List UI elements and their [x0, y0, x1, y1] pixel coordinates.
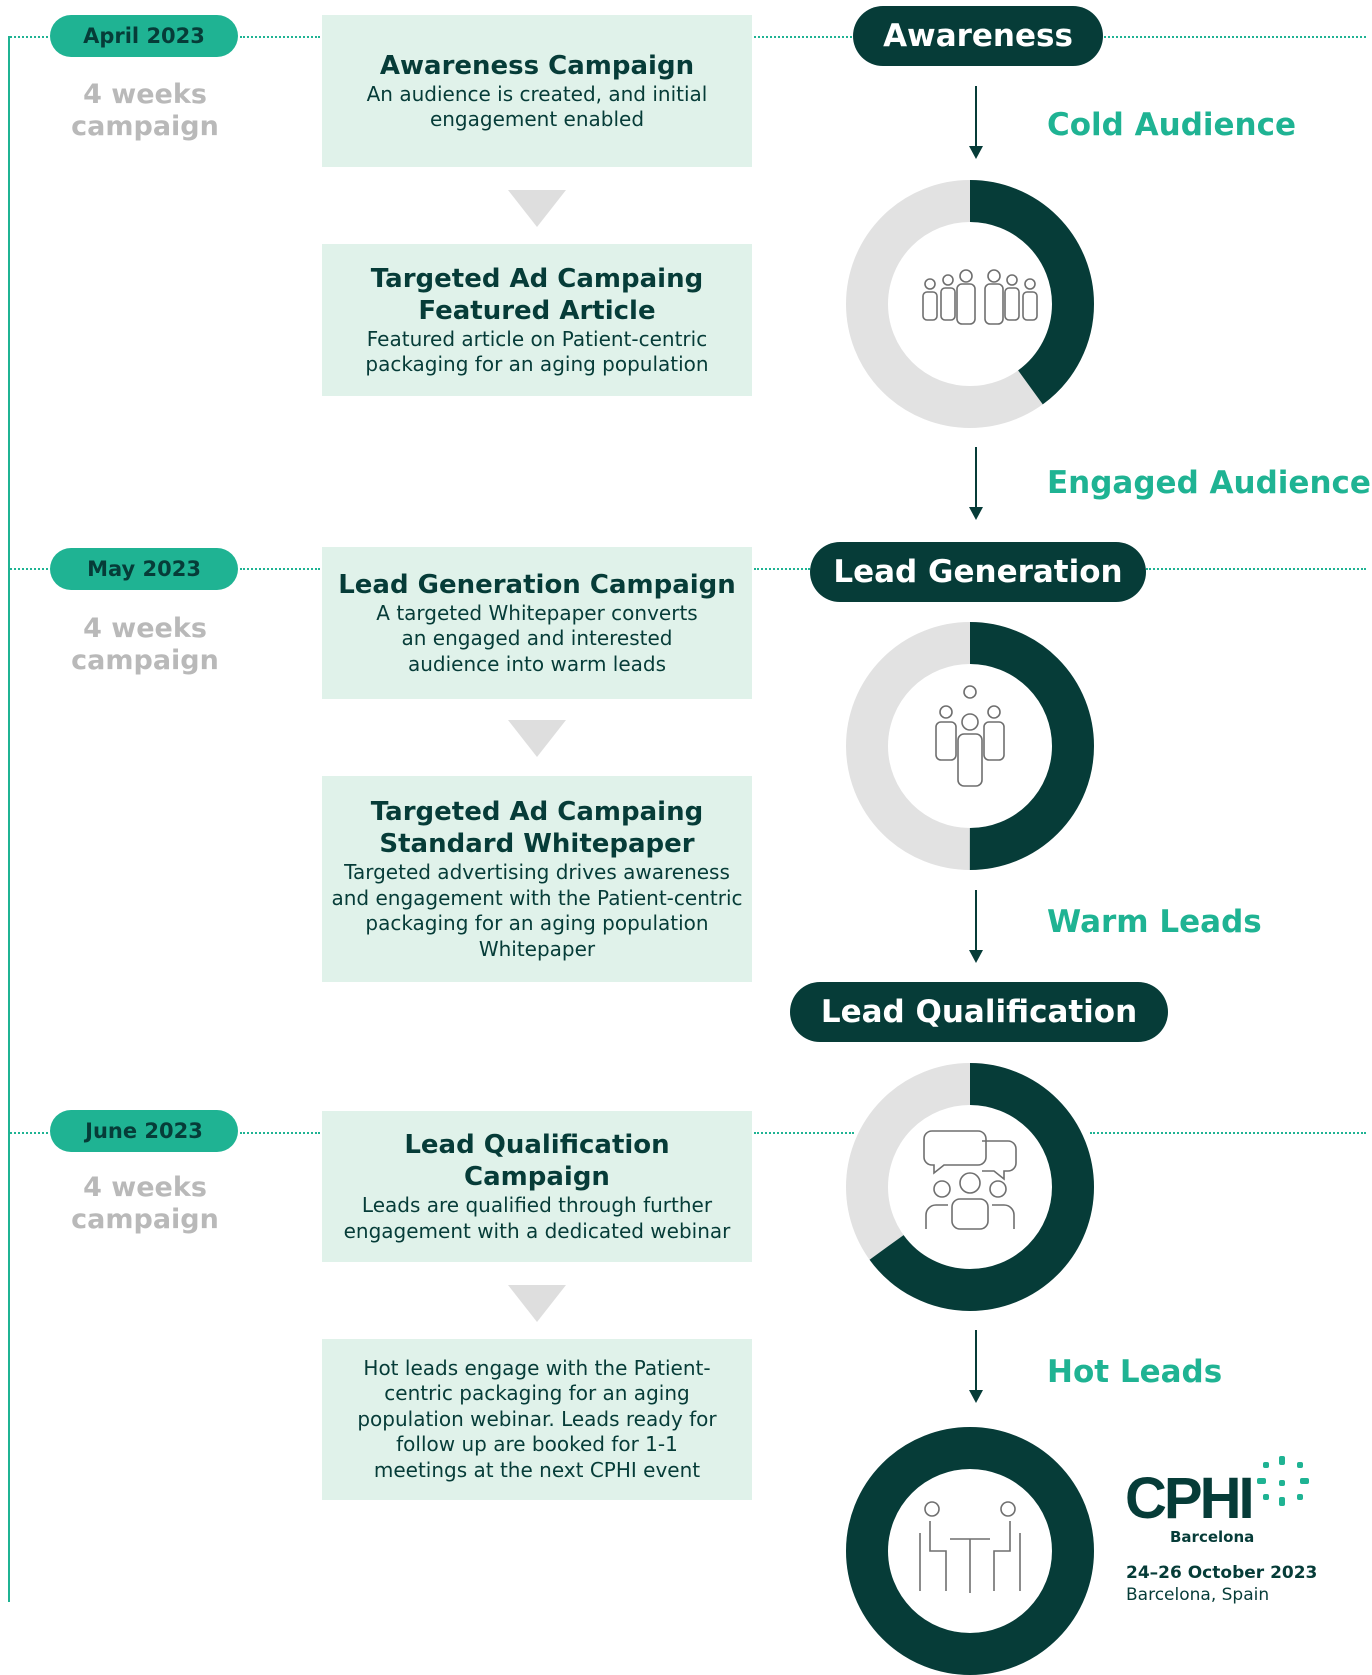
arrowhead-icon	[969, 950, 983, 963]
audience-label: Cold Audience	[1047, 107, 1297, 143]
campaign-box: Targeted Ad Campaing Standard Whitepaper…	[322, 776, 752, 982]
down-triangle-icon	[508, 1285, 566, 1322]
campaign-box: Hot leads engage with the Patient-centri…	[322, 1339, 752, 1500]
timeline-connector	[240, 36, 320, 38]
box-description: Hot leads engage with the Patient-centri…	[357, 1355, 717, 1482]
down-triangle-icon	[508, 190, 566, 227]
down-triangle-icon	[508, 720, 566, 757]
box-subtitle: Standard Whitepaper	[379, 829, 695, 859]
audience-label: Hot Leads	[1047, 1354, 1223, 1390]
timeline-connector	[1146, 568, 1366, 570]
flow-arrow	[975, 86, 977, 146]
timeline-connector	[754, 1132, 854, 1134]
flow-arrow	[975, 890, 977, 950]
month-badge: May 2023	[50, 548, 238, 590]
box-title: Lead Qualification Campaign	[404, 1130, 670, 1192]
cphi-city: Barcelona	[1170, 1528, 1255, 1546]
month-badge: April 2023	[50, 15, 238, 57]
stage-awareness: Awareness	[853, 6, 1103, 66]
month-badge: June 2023	[50, 1110, 238, 1152]
stage-lead-qualification: Lead Qualification	[790, 982, 1168, 1042]
campaign-box: Lead Generation Campaign A targeted Whit…	[322, 547, 752, 699]
timeline-rail	[8, 36, 10, 1602]
flow-arrow	[975, 1330, 977, 1390]
box-description: Leads are qualified through further enga…	[343, 1193, 731, 1243]
audience-label: Warm Leads	[1047, 904, 1262, 940]
discussion-icon	[923, 1130, 1017, 1230]
timeline-connector	[1104, 36, 1366, 38]
group-icon	[935, 685, 1005, 787]
cphi-logo: CPHI	[1125, 1466, 1255, 1531]
box-title: Targeted Ad Campaing	[370, 263, 704, 294]
flow-arrow	[975, 447, 977, 507]
crowd-icon	[922, 269, 1038, 325]
donut-progress	[846, 180, 1094, 428]
box-description: Targeted advertising drives awareness an…	[331, 860, 743, 961]
campaign-box: Lead Qualification Campaign Leads are qu…	[322, 1111, 752, 1262]
timeline-connector	[1090, 1132, 1366, 1134]
timeline-connector	[754, 36, 852, 38]
box-description: A targeted Whitepaper converts an engage…	[376, 600, 698, 676]
timeline-connector	[10, 568, 48, 570]
stage-lead-generation: Lead Generation	[810, 542, 1146, 602]
event-location: Barcelona, Spain	[1126, 1585, 1270, 1605]
arrowhead-icon	[969, 146, 983, 159]
box-description: An audience is created, and initial enga…	[366, 81, 708, 132]
event-dates: 24–26 October 2023	[1126, 1563, 1318, 1583]
arrowhead-icon	[969, 1390, 983, 1403]
timeline-connector	[240, 568, 320, 570]
arrowhead-icon	[969, 507, 983, 520]
timeline-connector	[10, 36, 48, 38]
box-title: Targeted Ad Campaing	[370, 797, 704, 827]
box-subtitle: Featured Article	[418, 295, 656, 326]
box-title: Lead Generation Campaign	[338, 569, 736, 600]
cphi-logo-icon	[1257, 1456, 1309, 1506]
timeline-connector	[240, 1132, 320, 1134]
audience-label: Engaged Audience	[1047, 465, 1371, 501]
box-description: Featured article on Patient-centric pack…	[365, 326, 709, 377]
campaign-box: Awareness Campaign An audience is create…	[322, 15, 752, 167]
campaign-box: Targeted Ad Campaing Featured Article Fe…	[322, 244, 752, 396]
timeline-connector	[10, 1132, 48, 1134]
timeline-connector	[754, 568, 810, 570]
meeting-icon	[919, 1501, 1021, 1593]
donut-progress	[846, 622, 1094, 870]
box-title: Awareness Campaign	[379, 50, 695, 81]
donut-progress	[846, 1063, 1094, 1311]
donut-progress	[846, 1427, 1094, 1675]
